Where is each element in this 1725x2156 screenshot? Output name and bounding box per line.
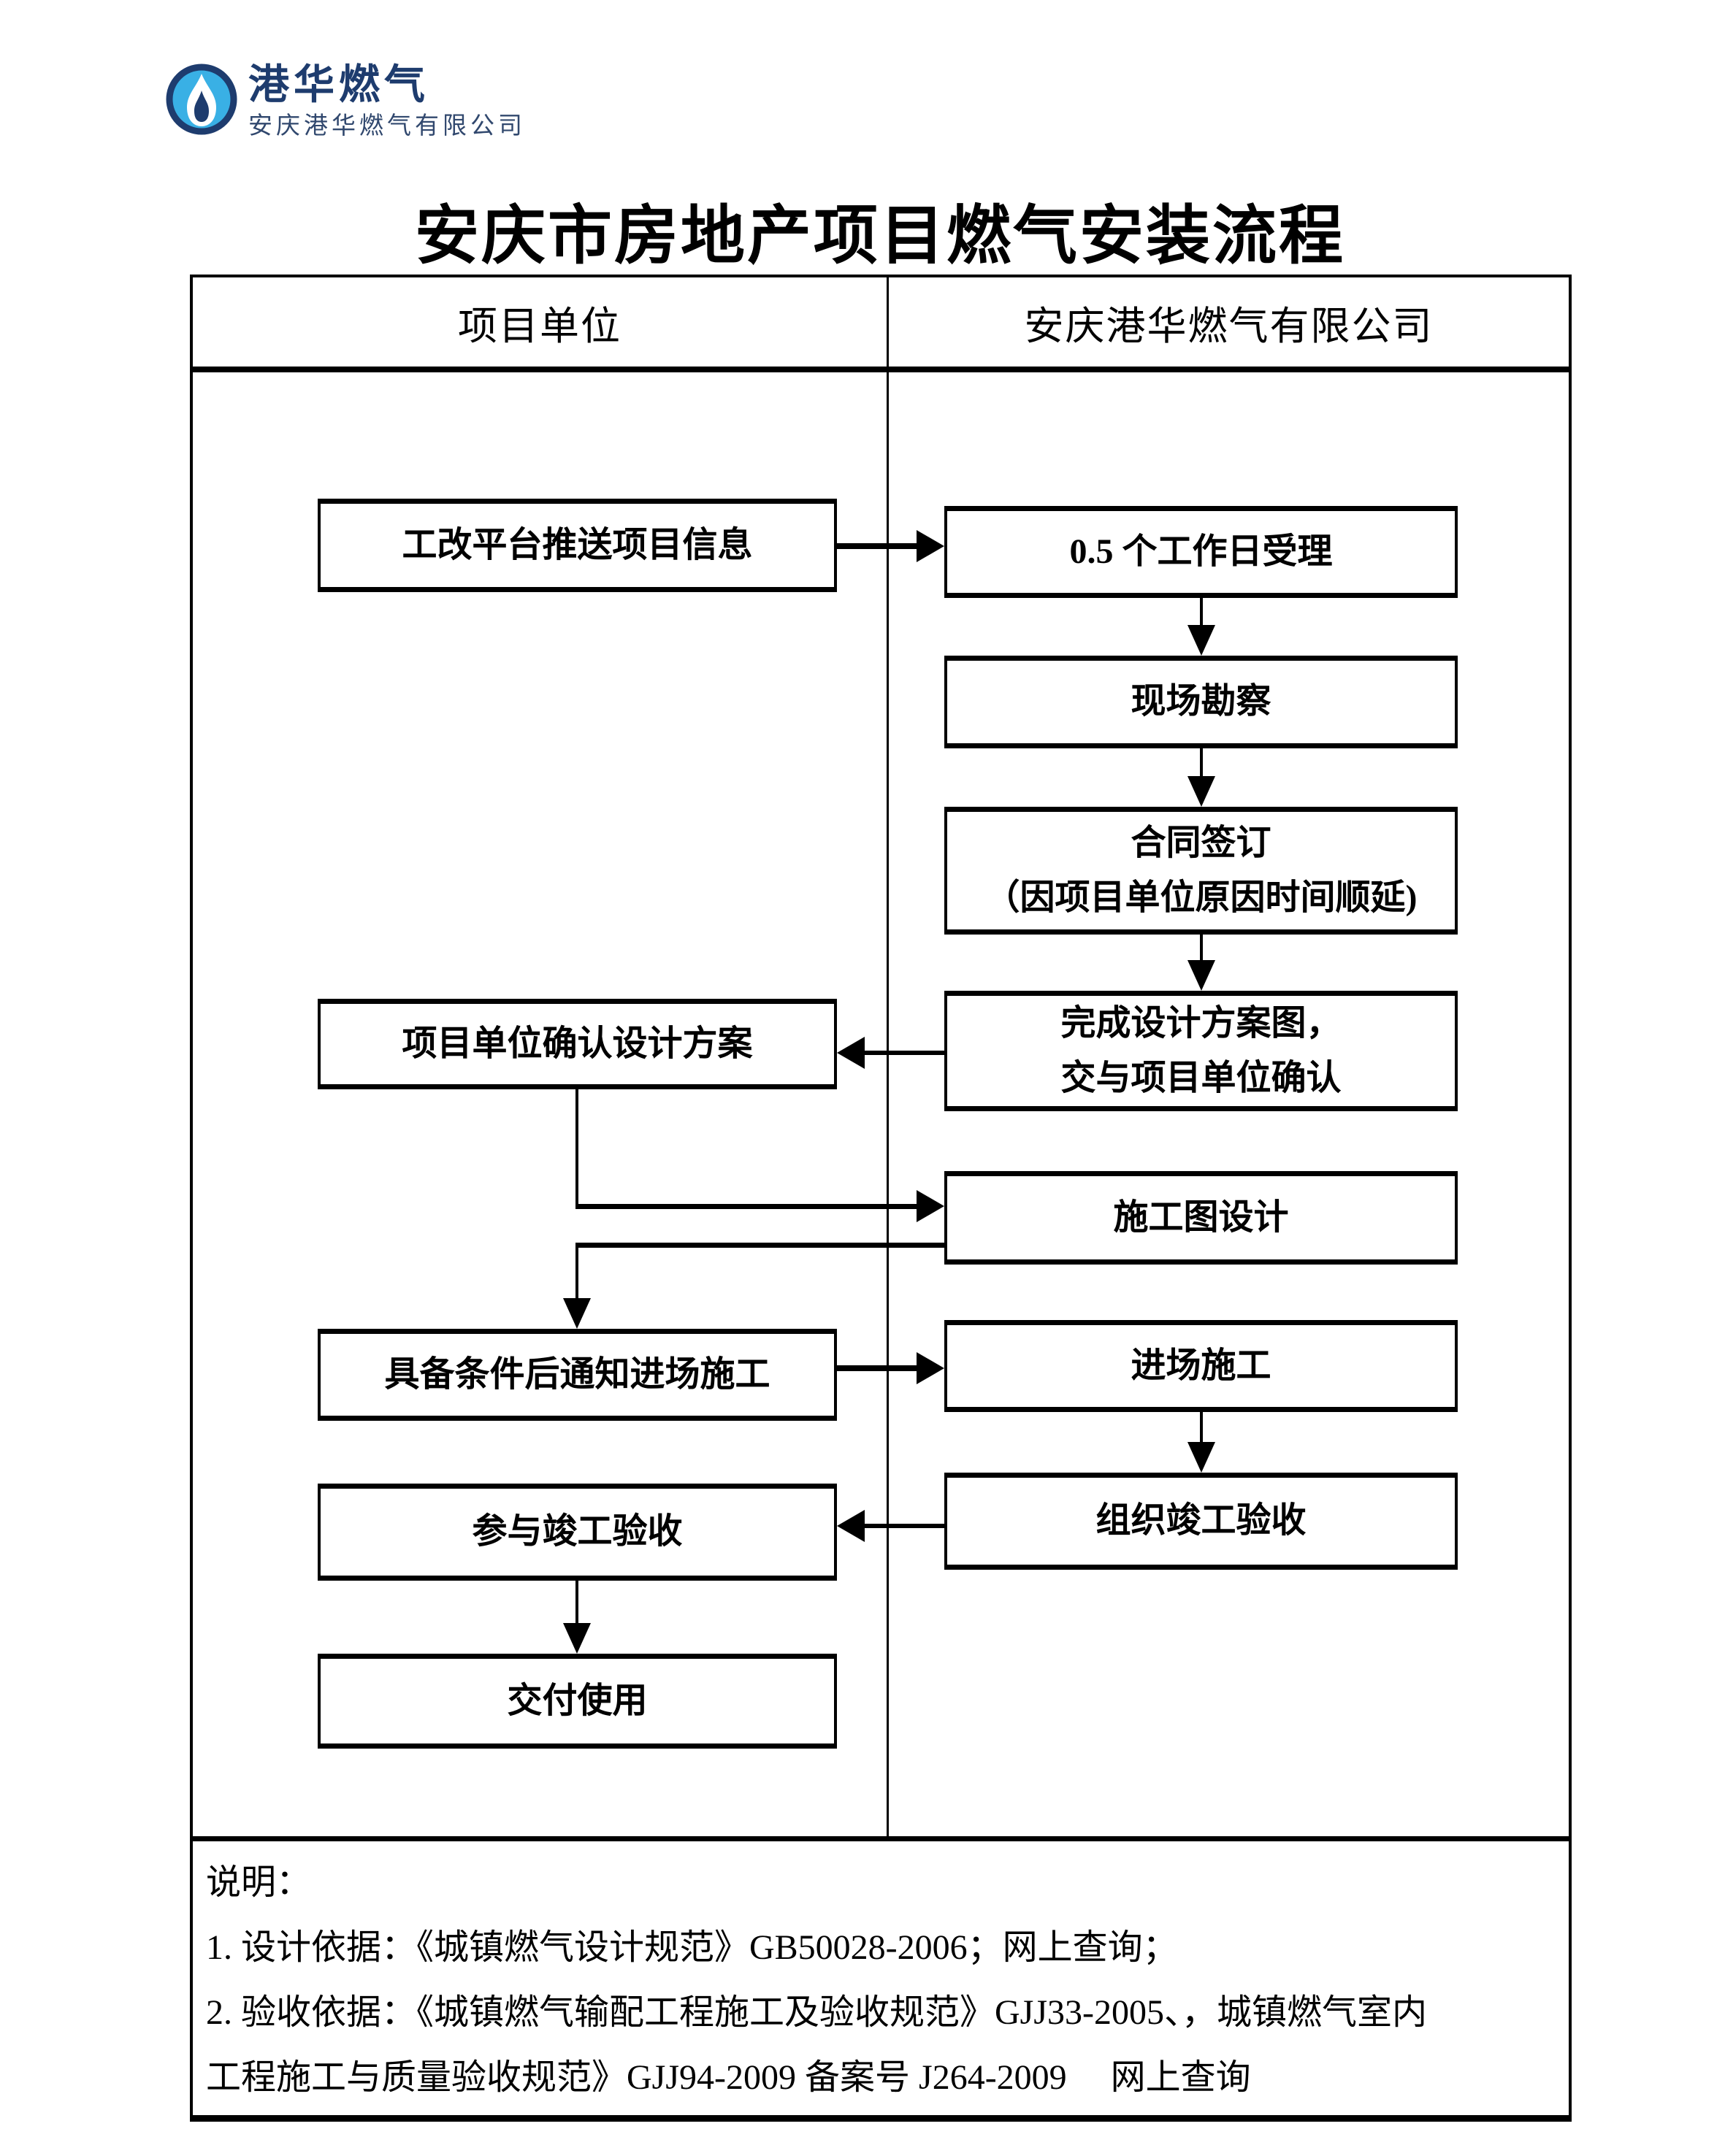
arrow-push-to-accept-line <box>837 543 918 549</box>
arrow-join-to-handover-head <box>563 1623 591 1654</box>
arrow-drawing-to-notify-hline <box>575 1243 944 1248</box>
flow-box-contract: 合同签订 （因项目单位原因时间顺延) <box>944 807 1458 935</box>
arrow-join-to-handover-line <box>575 1581 578 1624</box>
notes-line-acceptance-basis-cont: 工程施工与质量验收规范》GJJ94-2009 备案号 J264-2009 网上查… <box>206 2058 1251 2097</box>
arrow-design-to-confirm-head <box>837 1037 865 1069</box>
arrow-notify-to-construction-line <box>837 1365 918 1371</box>
arrow-survey-to-contract-head <box>1187 776 1215 807</box>
flow-box-design-plan: 完成设计方案图， 交与项目单位确认 <box>944 991 1458 1111</box>
arrow-design-to-confirm-line <box>865 1051 944 1055</box>
notes-separator-line <box>190 1836 1572 1841</box>
arrow-construction-to-acceptance-line <box>1200 1412 1203 1443</box>
flow-box-site-construction: 进场施工 <box>944 1320 1458 1412</box>
arrow-organize-to-join-head <box>837 1510 865 1542</box>
arrow-drawing-to-notify-head <box>563 1298 591 1329</box>
flow-box-notify-entry: 具备条件后通知进场施工 <box>318 1329 837 1421</box>
arrow-push-to-accept-head <box>917 530 944 562</box>
arrow-confirm-to-drawing-hline <box>575 1204 917 1209</box>
arrow-confirm-to-drawing-vline <box>575 1089 578 1208</box>
header-separator-line <box>190 367 1572 372</box>
column-header-gas-company: 安庆港华燃气有限公司 <box>1024 304 1434 348</box>
arrow-accept-to-survey-line <box>1200 598 1203 629</box>
flow-box-construction-drawing: 施工图设计 <box>944 1171 1458 1265</box>
arrow-notify-to-construction-head <box>917 1352 944 1384</box>
column-divider-line <box>887 275 889 1838</box>
flow-box-confirm-design: 项目单位确认设计方案 <box>318 999 837 1089</box>
arrow-survey-to-contract-line <box>1200 748 1203 779</box>
notes-line-acceptance-basis: 2. 验收依据：《城镇燃气输配工程施工及验收规范》GJJ33-2005、，城镇燃… <box>206 1993 1428 2032</box>
flow-box-join-acceptance: 参与竣工验收 <box>318 1484 837 1581</box>
flow-box-site-survey: 现场勘察 <box>944 656 1458 748</box>
page-title: 安庆市房地产项目燃气安装流程 <box>414 198 1345 273</box>
arrow-drawing-to-notify-vline <box>575 1246 578 1300</box>
flow-box-push-info: 工改平台推送项目信息 <box>318 499 837 592</box>
arrow-construction-to-acceptance-head <box>1187 1442 1215 1473</box>
flow-box-handover: 交付使用 <box>318 1654 837 1749</box>
notes-section: 说明： 1. 设计依据：《城镇燃气设计规范》GB50028-2006；网上查询；… <box>206 1850 1557 2110</box>
logo-brand-name: 港华燃气 <box>248 61 429 109</box>
gas-flame-icon <box>166 64 237 135</box>
arrow-accept-to-survey-head <box>1187 625 1215 656</box>
towngas-logo: 港华燃气 安庆港华燃气有限公司 <box>165 63 526 142</box>
arrow-confirm-to-drawing-head <box>917 1190 944 1222</box>
arrow-contract-to-design-line <box>1200 935 1203 962</box>
arrow-organize-to-join-line <box>865 1524 944 1528</box>
arrow-contract-to-design-head <box>1187 960 1215 991</box>
notes-line-design-basis: 1. 设计依据：《城镇燃气设计规范》GB50028-2006；网上查询； <box>206 1928 1178 1967</box>
notes-title: 说明： <box>206 1863 312 1902</box>
column-header-project-unit: 项目单位 <box>458 304 621 348</box>
table-border <box>190 275 1572 2122</box>
flow-box-accept: 0.5 个工作日受理 <box>944 506 1458 598</box>
logo-text: 港华燃气 安庆港华燃气有限公司 <box>248 63 526 142</box>
flow-box-organize-acceptance: 组织竣工验收 <box>944 1473 1458 1570</box>
logo-company-name: 安庆港华燃气有限公司 <box>248 111 526 139</box>
